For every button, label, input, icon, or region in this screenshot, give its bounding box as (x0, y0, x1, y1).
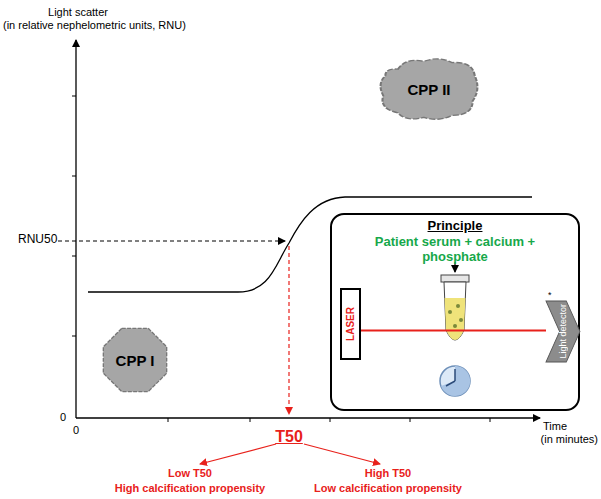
laser-beam (361, 330, 546, 332)
outcome-label: Low T50 (168, 467, 212, 480)
principle-panel: PrinciplePatient serum + calcium + phosp… (330, 213, 580, 411)
high-t50-arrow (304, 444, 380, 464)
footnote-mark: * (548, 290, 552, 300)
panel-heading: Principle (332, 215, 578, 233)
laser-box: LASER (340, 288, 361, 360)
cpp2-particle: CPP II (377, 56, 481, 122)
axis-value: 0 (73, 424, 79, 437)
laser-label: LASER (345, 307, 356, 341)
axis-value: 0 (60, 411, 66, 424)
sample-tube (441, 262, 469, 340)
particle-label: CPP I (116, 352, 155, 369)
axis-title: Time (543, 420, 567, 433)
clock-icon (440, 366, 470, 396)
axis-title: (in minutes) (541, 433, 598, 446)
outcome-label: High T50 (365, 467, 411, 480)
y-axis (75, 40, 76, 418)
particle-label: CPP II (407, 81, 450, 98)
low-t50-arrow (200, 444, 276, 464)
axis-value: RNU50 (18, 233, 57, 247)
axis-title: Light scatter (48, 6, 108, 19)
t50-label: T50 (275, 428, 303, 446)
axis-title: (in relative nephelometric units, RNU) (3, 19, 186, 32)
cpp1-particle: CPP I (102, 327, 168, 393)
detector-label: Light detector (558, 304, 568, 359)
t50-leader (288, 246, 289, 414)
light-detector: Light detector (546, 301, 580, 362)
panel-body: Patient serum + calcium + phosphate (360, 235, 550, 265)
x-axis (76, 417, 540, 418)
outcome-label: High calcification propensity (115, 482, 265, 495)
rnu50-leader (58, 241, 285, 242)
outcome-label: Low calcification propensity (314, 482, 462, 495)
